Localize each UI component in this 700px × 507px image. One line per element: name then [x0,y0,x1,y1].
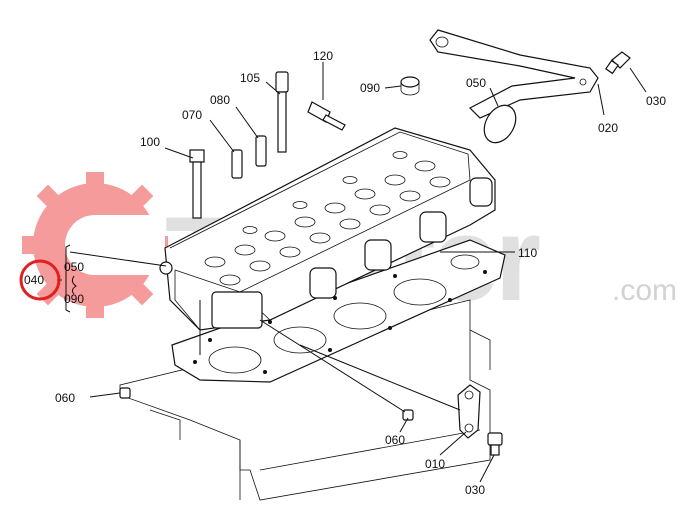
watermark-gear-logo [22,172,168,318]
label-060-left: 060 [55,391,75,405]
label-020: 020 [598,121,618,135]
cylinder-head [159,127,496,331]
head-gasket [171,239,506,383]
label-070: 070 [182,108,202,122]
label-090-top: 090 [360,81,380,95]
engine-block [119,299,491,501]
label-090-left: 090 [64,292,84,306]
cover-050 [483,104,517,144]
sleeve-070 [231,149,243,179]
bolt-100 [189,149,205,219]
stud-105 [275,71,289,153]
bolt-030-top [605,51,631,75]
lifting-bracket [429,29,599,119]
label-105: 105 [240,71,260,85]
label-030-top: 030 [646,94,666,108]
plug-060-bottom [402,409,414,421]
bracket-010 [457,384,481,439]
leader-lines [57,62,647,483]
label-100: 100 [140,135,160,149]
label-060-bottom: 060 [385,433,405,447]
left-brace [71,275,77,295]
plug-090 [400,76,420,96]
plug-060-left [119,387,131,399]
label-120: 120 [313,49,333,63]
sleeve-080 [255,135,267,167]
label-040: 040 [24,273,44,287]
label-110: 110 [518,246,537,260]
label-080: 080 [210,93,230,107]
label-010: 010 [425,457,445,471]
highlight-circle [19,259,61,301]
label-050-left: 050 [64,260,84,274]
label-050-top: 050 [466,76,486,90]
sensor-120 [307,101,346,131]
watermark-domain: .com [612,274,677,307]
bolt-030-bottom [487,432,503,456]
label-030-bottom: 030 [465,483,485,497]
